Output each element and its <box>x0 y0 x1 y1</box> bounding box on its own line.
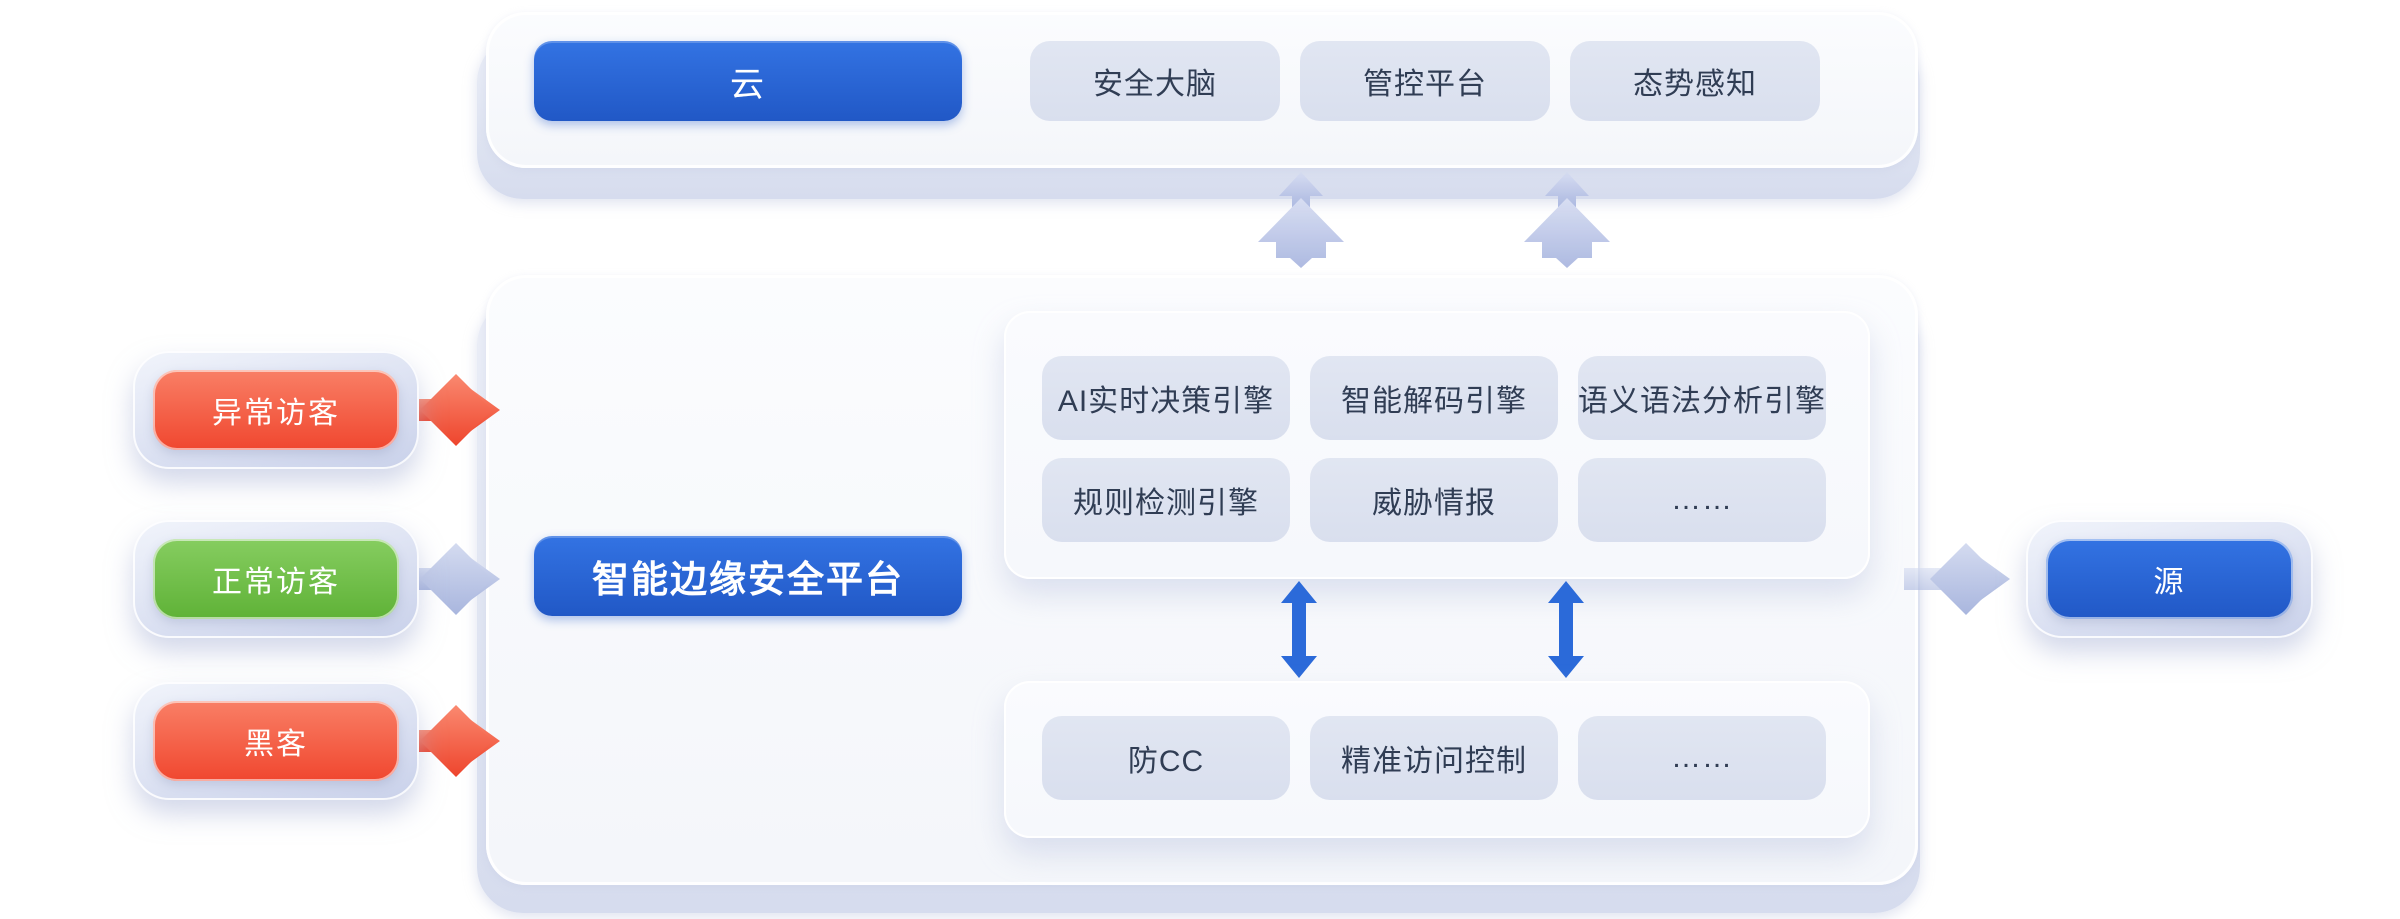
up-arrow-left <box>1258 172 1344 268</box>
chip-engine-more[interactable]: …… <box>1578 458 1826 542</box>
edge-platform-button[interactable]: 智能边缘安全平台 <box>534 536 962 616</box>
double-arrow-left <box>1281 581 1317 678</box>
chip-precise-access-control[interactable]: 精准访问控制 <box>1310 716 1558 800</box>
chip-security-brain[interactable]: 安全大脑 <box>1030 41 1280 121</box>
chip-anti-cc[interactable]: 防CC <box>1042 716 1290 800</box>
chip-control-platform[interactable]: 管控平台 <box>1300 41 1550 121</box>
chip-rule-detection-engine[interactable]: 规则检测引擎 <box>1042 458 1290 542</box>
cloud-button[interactable]: 云 <box>534 41 962 121</box>
chip-smart-decode-engine[interactable]: 智能解码引擎 <box>1310 356 1558 440</box>
hacker-button[interactable]: 黑客 <box>153 701 399 781</box>
normal-visitor-button[interactable]: 正常访客 <box>153 539 399 619</box>
double-arrow-right <box>1548 581 1584 678</box>
chip-protection-more[interactable]: …… <box>1578 716 1826 800</box>
chip-situational-awareness[interactable]: 态势感知 <box>1570 41 1820 121</box>
connector-abnormal-visitor <box>394 374 500 446</box>
origin-button[interactable]: 源 <box>2046 539 2293 619</box>
chip-threat-intel[interactable]: 威胁情报 <box>1310 458 1558 542</box>
connector-origin <box>1904 543 2010 615</box>
chip-ai-decision-engine[interactable]: AI实时决策引擎 <box>1042 356 1290 440</box>
abnormal-visitor-button[interactable]: 异常访客 <box>153 370 399 450</box>
up-arrow-right <box>1524 172 1610 268</box>
chip-semantic-syntax-engine[interactable]: 语义语法分析引擎 <box>1578 356 1826 440</box>
